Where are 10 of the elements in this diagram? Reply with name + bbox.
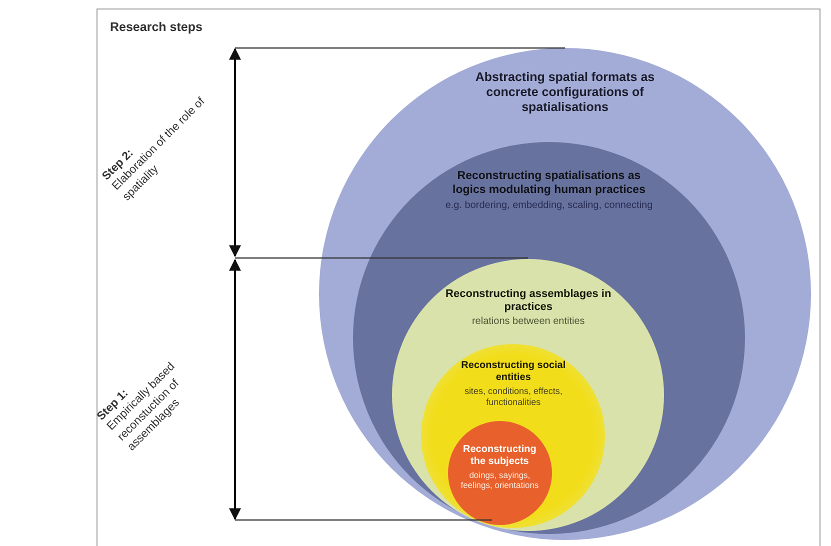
ring-heading: Abstracting spatial formats as concrete configurations of spatialisations xyxy=(474,70,656,115)
ring-heading: Reconstructing assemblages in practices xyxy=(444,288,612,314)
ring-description: doings, sayings, feelings, orientations xyxy=(460,470,540,490)
section-title: Research steps xyxy=(110,20,202,34)
ring-heading: Reconstructing the subjects xyxy=(462,444,538,468)
ring-description: sites, conditions, effects, functionalities xyxy=(463,386,564,408)
ring-description: relations between entities xyxy=(470,316,586,328)
ring-heading: Reconstructing spatialisations as logics modulating human practices xyxy=(452,170,646,198)
ring-heading: Reconstructing social entities xyxy=(460,360,567,384)
ring-description: e.g. bordering, embedding, scaling, connecting xyxy=(444,200,654,212)
